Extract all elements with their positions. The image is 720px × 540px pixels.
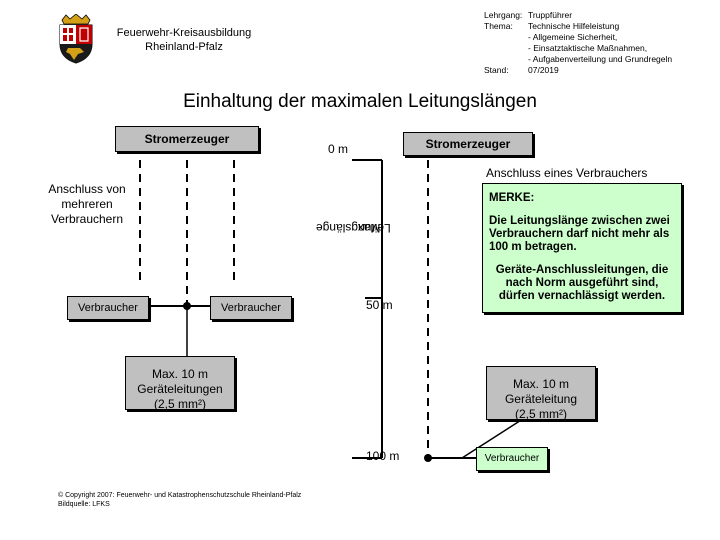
right-heading: Anschluss eines Verbrauchers	[486, 166, 648, 180]
note-line: Geräteleitungen	[137, 382, 223, 396]
note-line: Max. 10 m	[151, 367, 208, 381]
generator-left-box: Stromerzeuger	[115, 126, 259, 152]
image-source-text: Bildquelle: LFKS	[58, 501, 110, 508]
left-heading-line: Anschluss von	[48, 182, 126, 196]
course-info-label: Thema:	[484, 21, 513, 31]
left-cable-note: Max. 10 m Geräteleitungen (2,5 mm²)	[125, 356, 235, 411]
course-info-value: 07/2019	[528, 65, 559, 75]
course-info-value: - Einsatztaktische Maßnahmen,	[528, 43, 648, 53]
max-length-vertical-label: Max. Leitungslänge	[316, 184, 391, 272]
mark-100m: 100 m	[366, 449, 400, 463]
copyright-text: © Copyright 2007: Feuerwehr- und Katastr…	[58, 492, 302, 499]
left-heading-line: mehreren	[61, 197, 113, 211]
merke-text-1: Die Leitungslänge zwischen zwei Verbrauc…	[489, 215, 670, 253]
note-line: Max. 10 m	[512, 377, 569, 391]
junction-dot	[424, 454, 432, 462]
course-info-value: - Allgemeine Sicherheit,	[528, 32, 618, 42]
note-line: (2,5 mm²)	[154, 397, 206, 411]
note-line: Geräteleitung	[504, 392, 578, 406]
left-heading-line: Verbrauchern	[50, 212, 124, 226]
organization-line-1: Feuerwehr-Kreisausbildung	[116, 27, 252, 39]
merke-note: MERKE: Die Leitungslänge zwischen zwei V…	[482, 183, 682, 313]
merke-text-2: Geräte-Anschlussleitungen, die nach Norm…	[495, 264, 669, 302]
state-coat-of-arms-icon	[54, 13, 98, 64]
left-heading: Anschluss von mehreren Verbrauchern	[32, 182, 142, 227]
course-info-label: Stand:	[484, 65, 509, 75]
course-info-row: Lehrgang: Truppführer	[484, 10, 708, 21]
course-info-row: Thema: Technische Hilfeleistung	[484, 21, 708, 32]
course-info-row: Stand: 07/2019	[484, 65, 708, 76]
mark-50m: 50 m	[366, 298, 393, 312]
course-info-row: - Einsatztaktische Maßnahmen,	[484, 43, 708, 54]
course-info-value: Technische Hilfeleistung	[528, 21, 620, 31]
course-info-value: Truppführer	[528, 10, 573, 20]
consumer-left-box: Verbraucher	[67, 296, 149, 320]
course-info-row: - Allgemeine Sicherheit,	[484, 32, 708, 43]
organization-line-2: Rheinland-Pfalz	[145, 41, 223, 53]
note-line: (2,5 mm²)	[515, 407, 567, 421]
consumer-right-box: Verbraucher	[476, 447, 548, 471]
right-cable-note: Max. 10 m Geräteleitung (2,5 mm²)	[486, 366, 596, 421]
generator-right-box: Stromerzeuger	[403, 132, 533, 156]
organization-name: Feuerwehr-Kreisausbildung Rheinland-Pfal…	[104, 26, 264, 54]
junction-dot	[183, 302, 191, 310]
page-title: Einhaltung der maximalen Leitungslängen	[183, 91, 537, 112]
consumer-middle-box: Verbraucher	[210, 296, 292, 320]
vertical-label-line: Leitungslänge	[315, 221, 391, 235]
mark-0m: 0 m	[328, 142, 349, 156]
course-info: Lehrgang: Truppführer Thema: Technische Hi…	[484, 10, 708, 76]
footer: © Copyright 2007: Feuerwehr- und Katastr…	[58, 491, 301, 509]
course-info-row: - Aufgabenverteilung und Grundregeln	[484, 54, 708, 65]
course-info-value: - Aufgabenverteilung und Grundregeln	[528, 54, 673, 64]
merke-title: MERKE:	[489, 192, 535, 204]
course-info-label: Lehrgang:	[484, 10, 523, 20]
